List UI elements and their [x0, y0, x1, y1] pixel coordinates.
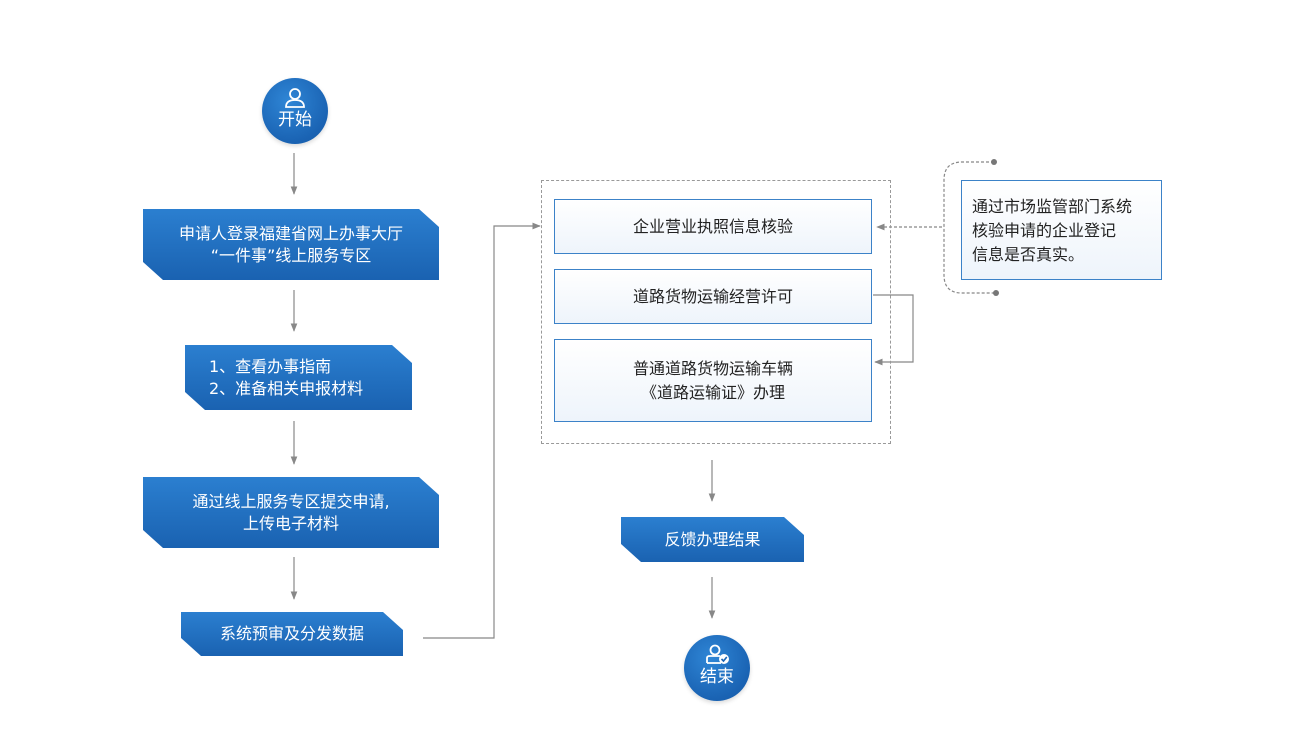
- license-check-label: 企业营业执照信息核验: [632, 216, 793, 236]
- vehicle-cert-line1: 普通道路货物运输车辆: [632, 358, 793, 378]
- feedback-label: 反馈办理结果: [664, 529, 761, 549]
- vehicle-cert-box: 普通道路货物运输车辆 《道路运输证》办理: [554, 339, 872, 422]
- note-line1: 通过市场监管部门系统: [972, 197, 1133, 216]
- end-node: 结束: [684, 635, 750, 701]
- transport-permit-box: 道路货物运输经营许可: [554, 269, 872, 324]
- end-label: 结束: [700, 667, 734, 687]
- process-group: [541, 180, 891, 444]
- step-login-line2: “一件事”线上服务专区: [210, 245, 372, 265]
- user-icon: [285, 88, 305, 108]
- transport-permit-label: 道路货物运输经营许可: [632, 286, 793, 306]
- verification-note: 通过市场监管部门系统 核验申请的企业登记 信息是否真实。: [961, 180, 1162, 280]
- note-bracket: [943, 161, 994, 294]
- step-submit-line2: 上传电子材料: [242, 513, 339, 533]
- note-line2: 核验申请的企业登记: [972, 221, 1117, 240]
- step-precheck-label: 系统预审及分发数据: [219, 624, 364, 643]
- note-line3: 信息是否真实。: [972, 245, 1085, 264]
- license-check-box: 企业营业执照信息核验: [554, 199, 872, 254]
- start-label: 开始: [278, 110, 312, 130]
- start-node: 开始: [262, 78, 328, 144]
- step-login: 申请人登录福建省网上办事大厅 “一件事”线上服务专区: [143, 209, 439, 280]
- note-bracket-dot-bottom: [993, 290, 999, 296]
- step-guide-line2: 2、准备相关申报材料: [209, 378, 364, 398]
- step-precheck: 系统预审及分发数据: [181, 612, 403, 656]
- arrow-precheck-to-group: [423, 222, 541, 639]
- step-login-line1: 申请人登录福建省网上办事大厅: [178, 223, 403, 243]
- step-guide: 1、查看办事指南 2、准备相关申报材料: [185, 345, 412, 410]
- vehicle-cert-line2: 《道路运输证》办理: [640, 382, 785, 402]
- note-bracket-dot-top: [991, 159, 997, 165]
- step-guide-line1: 1、查看办事指南: [209, 356, 332, 376]
- step-submit: 通过线上服务专区提交申请, 上传电子材料: [143, 477, 439, 548]
- step-submit-line1: 通过线上服务专区提交申请,: [192, 491, 390, 511]
- user-check-icon: [706, 644, 729, 664]
- arrow-permit-to-vehicle: [873, 294, 914, 366]
- step-feedback: 反馈办理结果: [621, 517, 804, 562]
